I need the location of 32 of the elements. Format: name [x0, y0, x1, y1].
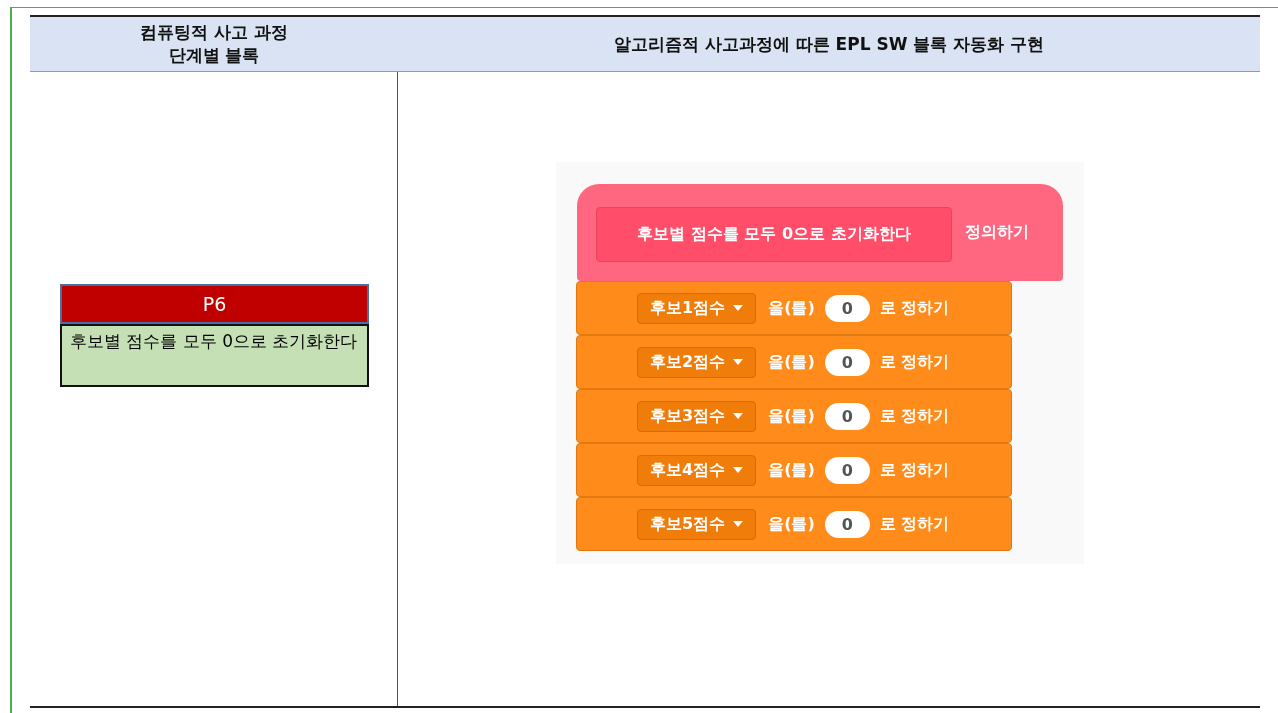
set-variable-block — [576, 497, 1012, 551]
define-block — [577, 184, 1063, 281]
value-input-field: 0 — [824, 348, 870, 376]
variable-dropdown: 후보2점수 — [637, 346, 757, 378]
variable-dropdown: 후보4점수 — [637, 454, 757, 486]
block-text: 을(를) — [768, 297, 815, 319]
variable-dropdown: 후보1점수 — [637, 292, 757, 324]
header-cell: 알고리즘적 사고과정에 따른 EPL SW 블록 자동화 구현 — [398, 15, 1260, 72]
block-text: 을(를) — [768, 405, 815, 427]
set-variable-block — [576, 389, 1012, 443]
step-header: P6 — [60, 284, 369, 324]
block-text: 로 정하기 — [879, 351, 950, 373]
block-text: 을(를) — [768, 513, 815, 535]
variable-dropdown: 후보5점수 — [637, 508, 757, 540]
value-input-field: 0 — [824, 402, 870, 430]
block-text: 로 정하기 — [879, 297, 950, 319]
value-input-field: 0 — [824, 510, 870, 538]
set-variable-block — [576, 335, 1012, 389]
block-keyword: 정의하기 — [965, 222, 1029, 243]
block-text: 로 정하기 — [879, 513, 950, 535]
value-input-field: 0 — [824, 456, 870, 484]
block-text: 을(를) — [768, 459, 815, 481]
set-variable-block — [576, 443, 1012, 497]
value-input-field: 0 — [824, 294, 870, 322]
custom-block-label: 후보별 점수를 모두 0으로 초기화한다 — [596, 207, 952, 262]
variable-dropdown: 후보3점수 — [637, 400, 757, 432]
block-text: 을(를) — [768, 351, 815, 373]
block-text: 로 정하기 — [879, 459, 950, 481]
header-cell: 컴퓨팅적 사고 과정 단계별 블록 — [30, 15, 398, 72]
step-description: 후보별 점수를 모두 0으로 초기화한다 — [60, 324, 369, 387]
set-variable-block — [576, 281, 1012, 335]
block-text: 로 정하기 — [879, 405, 950, 427]
